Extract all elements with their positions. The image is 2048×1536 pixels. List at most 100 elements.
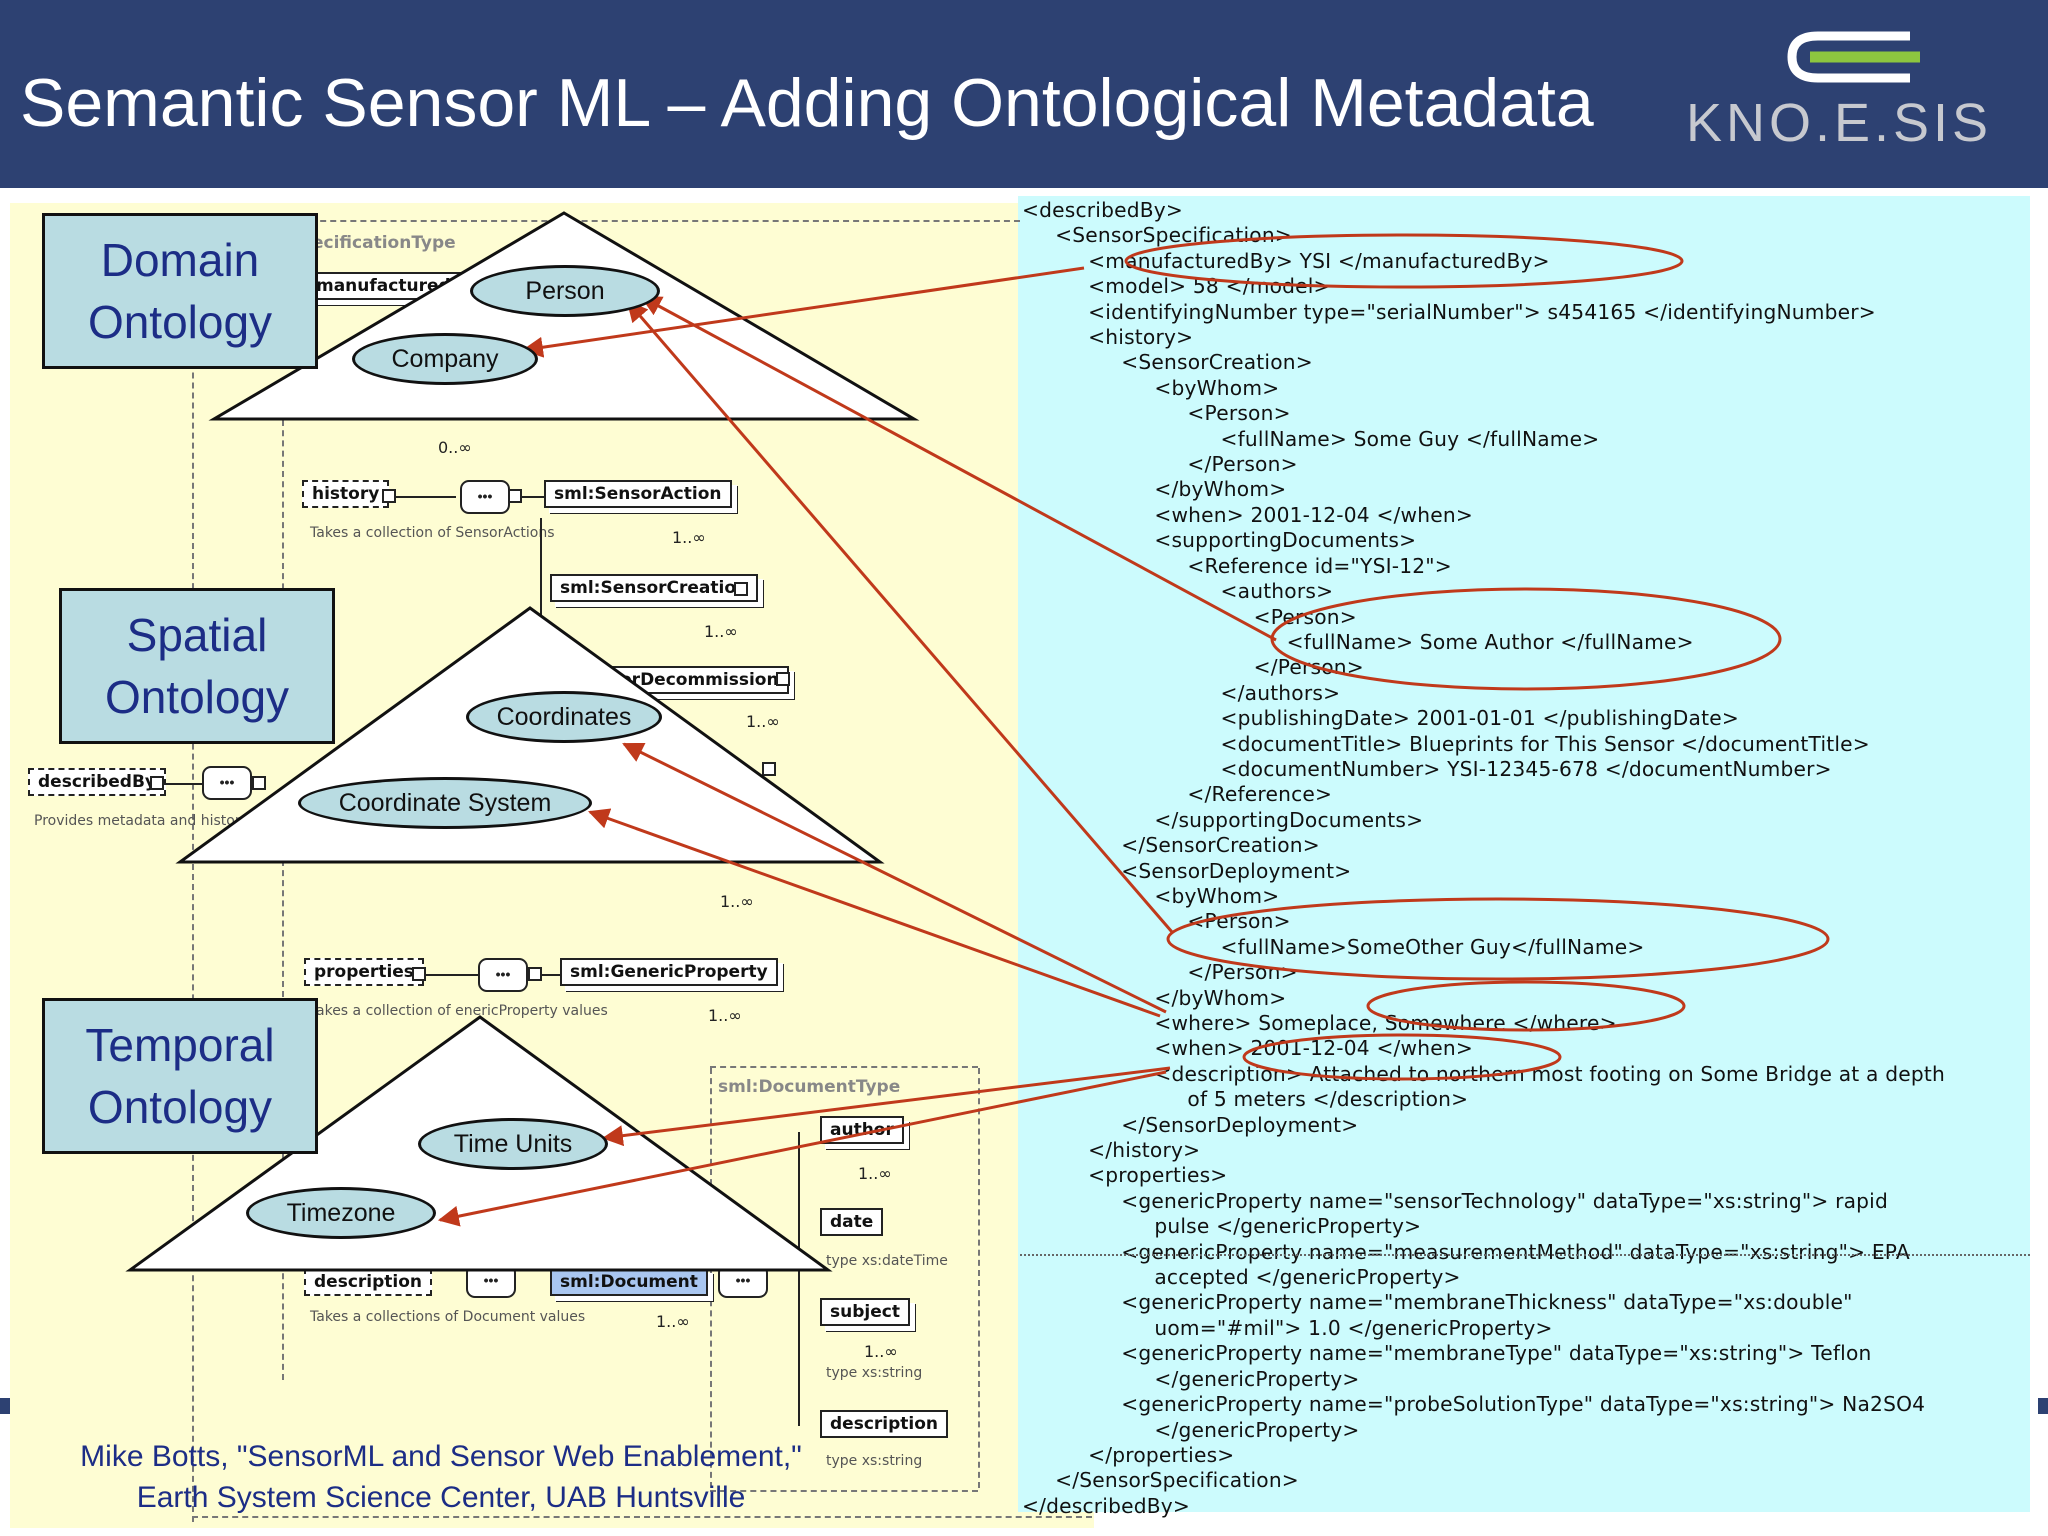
time-to-timezone-arrow	[437, 1070, 1167, 1227]
xml-line: </byWhom>	[1022, 477, 1287, 502]
xml-line: <model> 58 </model>	[1022, 274, 1331, 299]
history-note: Takes a collection of SensorActions	[310, 525, 555, 541]
doc-description-type-note: type xs:string	[826, 1453, 923, 1469]
xml-line: <properties>	[1022, 1163, 1228, 1188]
citation: Mike Botts, "SensorML and Sensor Web Ena…	[80, 1440, 802, 1514]
history-sequence-icon: •••	[460, 480, 510, 514]
xml-line: <genericProperty name="sensorTechnology"…	[1022, 1188, 1888, 1213]
schema-panel	[10, 203, 1094, 1528]
deployer-to-person-arrow	[626, 300, 1174, 933]
concept-coordinates: Coordinates	[466, 691, 662, 743]
xml-line: <SensorSpecification>	[1022, 223, 1292, 248]
knoesis-logo-text: KNO.E.SIS	[1686, 93, 1993, 153]
history-seq-collapse-icon	[508, 489, 522, 503]
xml-line: </history>	[1022, 1138, 1201, 1163]
xml-line: <fullName> Some Author </fullName>	[1022, 629, 1694, 654]
xml-line: <when> 2001-12-04 </when>	[1022, 1036, 1473, 1061]
hidden-action-expand-icon	[762, 762, 776, 776]
xml-line: <publishingDate> 2001-01-01 </publishing…	[1022, 706, 1739, 731]
schema-bottom-dashed-line	[192, 1516, 1092, 1518]
author-highlight-oval	[1270, 587, 1782, 691]
subject-multiplicity: 1..∞	[864, 1342, 898, 1361]
xml-line: <genericProperty name="membraneThickness…	[1022, 1290, 1853, 1315]
doc-type-bottom-line	[710, 1490, 978, 1492]
author-element: author	[820, 1116, 904, 1144]
generic-property-multiplicity: 1..∞	[708, 1006, 742, 1025]
xml-line: <Person>	[1022, 604, 1357, 629]
xml-line: pulse </genericProperty>	[1022, 1214, 1422, 1239]
xml-line: <genericProperty name="membraneType" dat…	[1022, 1341, 1872, 1366]
sensor-creation-expand-icon	[734, 582, 748, 596]
xml-line: </describedBy>	[1022, 1493, 1191, 1518]
location-highlight-oval	[1366, 980, 1686, 1032]
xml-line: <genericProperty name="probeSolutionType…	[1022, 1392, 1926, 1417]
properties-sequence-icon: •••	[478, 958, 528, 992]
concept-time-units: Time Units	[418, 1118, 608, 1170]
location-to-coordinates-arrow	[622, 742, 1167, 1014]
properties-connector	[426, 974, 478, 976]
xml-line: accepted </genericProperty>	[1022, 1265, 1461, 1290]
xml-line: </Reference>	[1022, 782, 1333, 807]
generic-property-element: sml:GenericProperty	[560, 958, 778, 986]
description-note: Takes a collections of Document values	[310, 1309, 586, 1325]
xml-listing: <describedBy> <SensorSpecification> <man…	[1022, 198, 1945, 1519]
xml-line: </properties>	[1022, 1442, 1235, 1467]
history-connector	[396, 496, 456, 498]
manufacturer-highlight-oval	[1124, 233, 1684, 289]
history-seq-connector	[522, 496, 544, 498]
described-by-sequence-icon: •••	[202, 766, 252, 800]
concept-person: Person	[470, 265, 660, 317]
subject-type-note: type xs:string	[826, 1365, 923, 1381]
xml-line: <SensorDeployment>	[1022, 858, 1352, 883]
xml-line: </Person>	[1022, 452, 1298, 477]
knoesis-logo-icon	[1787, 31, 1920, 83]
spec-top-dashed-line	[290, 220, 1020, 222]
slide-title: Semantic Sensor ML – Adding Ontological …	[20, 65, 1594, 141]
document-type-label: sml:DocumentType	[718, 1077, 901, 1097]
xml-line: <fullName> Some Guy </fullName>	[1022, 426, 1600, 451]
xml-panel	[1018, 196, 2030, 1512]
manufacturer-to-company-arrow	[521, 266, 1085, 358]
time-highlight-oval	[1242, 1033, 1562, 1081]
properties-seq-connector	[542, 974, 560, 976]
xml-line: <documentNumber> YSI-12345-678 </documen…	[1022, 756, 1832, 781]
xml-line: <description> Attached to northern most …	[1022, 1061, 1945, 1086]
xml-line: <supportingDocuments>	[1022, 528, 1417, 553]
history-collapse-icon	[382, 489, 396, 503]
described-by-seq-collapse-icon	[252, 776, 266, 790]
subject-element: subject	[820, 1298, 910, 1326]
sensor-action-multiplicity: 1..∞	[672, 528, 706, 547]
author-multiplicity: 1..∞	[858, 1164, 892, 1183]
doc-description-element: description	[820, 1410, 949, 1438]
location-to-coordinate-system-arrow	[588, 808, 1161, 1018]
xml-line: <fullName>SomeOther Guy</fullName>	[1022, 934, 1645, 959]
described-by-collapse-icon	[150, 776, 164, 790]
spec-multiplicity: 0..∞	[438, 438, 472, 457]
spec-left-dashed-line	[192, 222, 194, 1522]
xml-line: <manufacturedBy> YSI </manufacturedBy>	[1022, 248, 1550, 273]
xml-line: </SensorDeployment>	[1022, 1112, 1359, 1137]
slide-header: Semantic Sensor ML – Adding Ontological …	[0, 0, 2048, 188]
xml-line: <Person>	[1022, 401, 1291, 426]
right-edge-mark	[2038, 1398, 2048, 1414]
xml-line: <describedBy>	[1022, 198, 1184, 222]
properties-note: akes a collection of enericProperty valu…	[316, 1003, 608, 1019]
concept-timezone: Timezone	[246, 1187, 436, 1239]
described-by-element: describedBy	[28, 768, 167, 796]
sensor-decommission-expand-icon	[776, 672, 790, 686]
xml-line: </SensorCreation>	[1022, 833, 1320, 858]
properties-seq-collapse-icon	[528, 967, 542, 981]
document-multiplicity: 1..∞	[656, 1312, 690, 1331]
described-by-connector	[164, 783, 202, 785]
xml-line: of 5 meters </description>	[1022, 1087, 1469, 1112]
xml-line: </SensorSpecification>	[1022, 1468, 1299, 1493]
xml-line: </byWhom>	[1022, 985, 1287, 1010]
sensor-action-element: sml:SensorAction	[544, 480, 732, 508]
xml-line: </genericProperty>	[1022, 1366, 1360, 1391]
doc-type-top-line	[710, 1066, 978, 1068]
xml-line: <authors>	[1022, 579, 1334, 604]
xml-line: <Reference id="YSI-12">	[1022, 553, 1452, 578]
xml-line: uom="#mil"> 1.0 </genericProperty>	[1022, 1315, 1553, 1340]
concept-coordinate-system: Coordinate System	[298, 777, 592, 829]
xml-line: <where> Someplace, Somewhere </where>	[1022, 1011, 1617, 1035]
